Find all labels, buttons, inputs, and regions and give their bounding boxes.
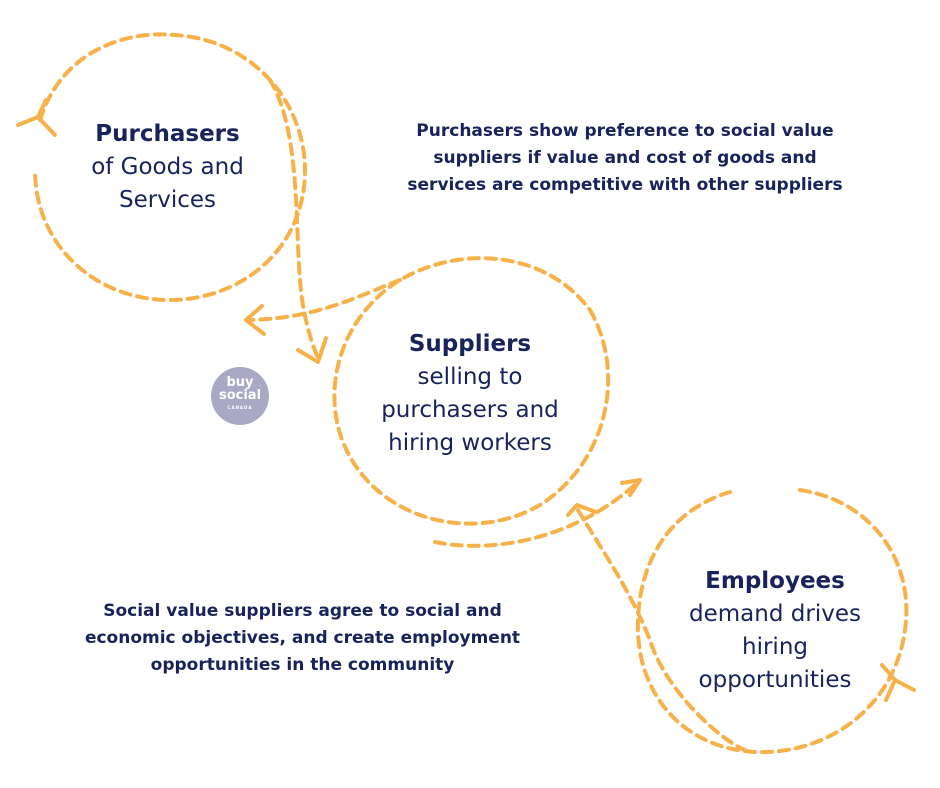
suppliers-note: Social value suppliers agree to social a… bbox=[55, 598, 550, 679]
suppliers-line-2: purchasers and bbox=[381, 397, 559, 423]
employees-node: Employees demand drives hiring opportuni… bbox=[645, 565, 905, 697]
suppliers-line-1: selling to bbox=[417, 364, 523, 390]
connector-suppliers-to-purchasers bbox=[248, 278, 402, 322]
purchasers-title: Purchasers bbox=[95, 121, 240, 147]
suppliers-line-3: hiring workers bbox=[388, 430, 552, 456]
employees-title: Employees bbox=[705, 568, 845, 594]
purchasers-note: Purchasers show preference to social val… bbox=[385, 118, 865, 199]
suppliers-note-line-1: Social value suppliers agree to social a… bbox=[103, 601, 502, 621]
arrowhead-purchasers-left bbox=[16, 98, 57, 137]
suppliers-circle bbox=[332, 256, 611, 526]
suppliers-title: Suppliers bbox=[408, 331, 532, 357]
arrowhead-into-suppliers bbox=[296, 336, 328, 364]
connector-purchasers-to-suppliers bbox=[268, 78, 320, 360]
purchasers-line-2: Services bbox=[119, 187, 216, 213]
employees-line-1: demand drives bbox=[689, 601, 861, 627]
purchasers-note-line-1: Purchasers show preference to social val… bbox=[416, 121, 834, 141]
suppliers-note-line-3: opportunities in the community bbox=[150, 655, 455, 675]
arrowhead-into-purchasers bbox=[244, 304, 266, 336]
employees-circle bbox=[635, 488, 909, 755]
purchasers-note-line-3: services are competitive with other supp… bbox=[407, 175, 843, 195]
employees-line-2: hiring bbox=[742, 634, 808, 660]
employees-line-3: opportunities bbox=[698, 667, 852, 693]
arrowhead-into-suppliers-bottom bbox=[566, 503, 598, 517]
buy-social-canada-logo: buy social CANADA bbox=[211, 367, 269, 425]
logo-line-2: social bbox=[218, 388, 262, 403]
logo-line-3: CANADA bbox=[227, 405, 253, 410]
logo-line-1: buy bbox=[226, 375, 254, 390]
suppliers-note-line-2: economic objectives, and create employme… bbox=[84, 628, 521, 648]
connector-suppliers-to-employees bbox=[433, 480, 640, 548]
connector-employees-to-suppliers bbox=[576, 508, 747, 752]
purchasers-circle bbox=[33, 32, 308, 303]
arrowhead-into-employees bbox=[620, 478, 642, 497]
suppliers-node: Suppliers selling to purchasers and hiri… bbox=[340, 328, 600, 460]
purchasers-note-line-2: suppliers if value and cost of goods and bbox=[433, 148, 817, 168]
arrowhead-employees-right bbox=[880, 663, 916, 702]
purchasers-line-1: of Goods and bbox=[91, 154, 244, 180]
purchasers-node: Purchasers of Goods and Services bbox=[40, 118, 295, 217]
